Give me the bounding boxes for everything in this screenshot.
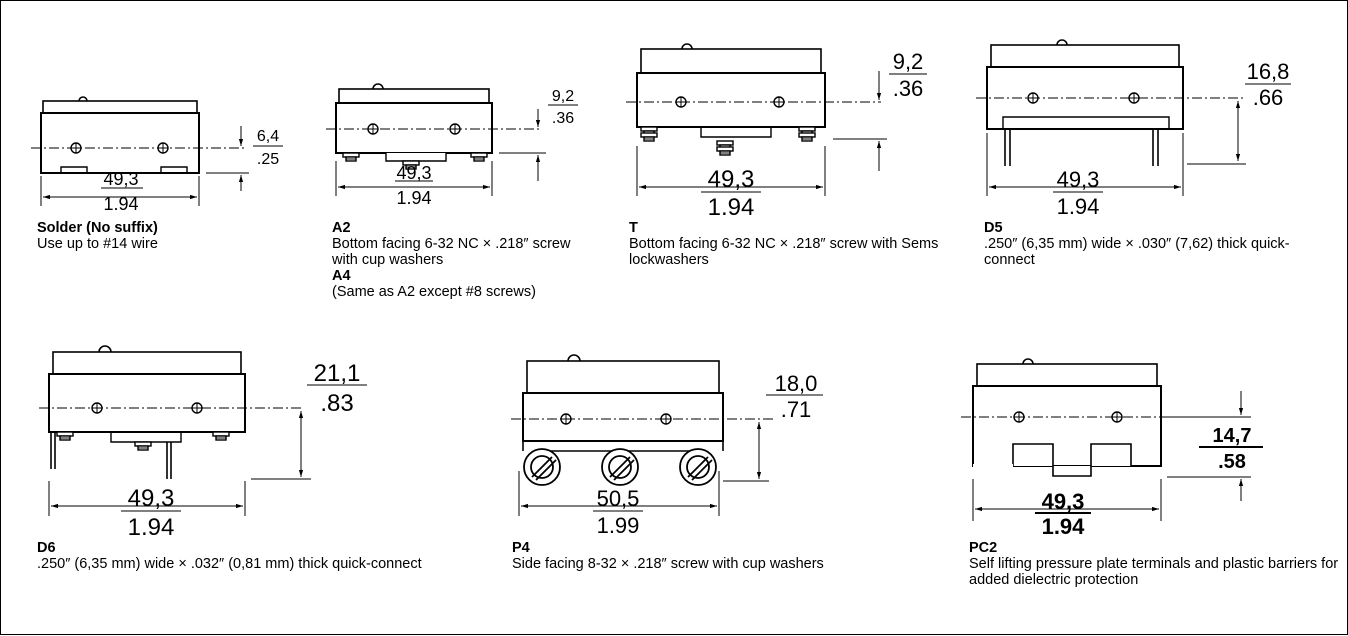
t-width-mm: 49,3 [708, 166, 755, 193]
drawing-d5 [976, 39, 1291, 196]
variant-desc: .250″ (6,35 mm) wide × .030″ (7,62) thic… [984, 236, 1290, 268]
caption-t: T Bottom facing 6-32 NC × .218″ screw wi… [629, 220, 949, 268]
variant-desc: Bottom facing 6-32 NC × .218″ screw with… [629, 236, 939, 268]
variant-code: D6 [37, 540, 56, 556]
caption-p4: P4 Side facing 8-32 × .218″ screw with c… [512, 540, 932, 572]
p4-width-in: 1.99 [597, 513, 640, 538]
d5-width-mm: 49,3 [1057, 167, 1100, 192]
variant-desc: Bottom facing 6-32 NC × .218″ screw with… [332, 236, 571, 268]
drawing-p4 [511, 354, 823, 516]
a2-height-mm: 9,2 [552, 88, 574, 105]
caption-solder: Solder (No suffix) Use up to #14 wire [37, 220, 297, 252]
p4-width-mm: 50,5 [597, 486, 640, 511]
variant-code: A2 [332, 220, 351, 236]
variant-extra-code: A4 [332, 268, 351, 284]
variant-extra-desc: (Same as A2 except #8 screws) [332, 284, 536, 300]
variant-code: D5 [984, 220, 1003, 236]
variant-code: Solder (No suffix) [37, 220, 158, 236]
a2-width-mm: 49,3 [396, 163, 431, 183]
d6-width-in: 1.94 [128, 514, 175, 541]
solder-height-mm: 6,4 [257, 128, 279, 145]
pc2-width-in: 1.94 [1042, 514, 1086, 539]
caption-pc2: PC2 Self lifting pressure plate terminal… [969, 540, 1339, 588]
caption-d5: D5 .250″ (6,35 mm) wide × .030″ (7,62) t… [984, 220, 1334, 268]
p4-height-in: .71 [781, 397, 812, 422]
variant-desc: Use up to #14 wire [37, 236, 158, 252]
t-height-mm: 9,2 [893, 49, 924, 74]
a2-width-in: 1.94 [396, 188, 431, 208]
pc2-height-mm: 14,7 [1213, 425, 1252, 447]
variant-code: T [629, 220, 638, 236]
drawing-solder [31, 96, 283, 206]
d5-height-in: .66 [1253, 85, 1284, 110]
d5-height-mm: 16,8 [1247, 59, 1290, 84]
d6-height-in: .83 [320, 390, 353, 417]
variant-code: PC2 [969, 540, 998, 556]
caption-a2: A2 Bottom facing 6-32 NC × .218″ screw w… [332, 220, 594, 300]
drawing-a2 [326, 83, 578, 196]
solder-height-in: .25 [257, 151, 279, 168]
caption-d6: D6 .250″ (6,35 mm) wide × .032″ (0,81 mm… [37, 540, 457, 572]
drawing-t [626, 43, 927, 196]
d5-width-in: 1.94 [1057, 194, 1100, 219]
drawing-pc2 [961, 358, 1263, 521]
variant-desc: Side facing 8-32 × .218″ screw with cup … [512, 556, 824, 572]
t-width-in: 1.94 [708, 194, 755, 221]
variant-desc: Self lifting pressure plate terminals an… [969, 556, 1339, 588]
variant-code: P4 [512, 540, 530, 556]
d6-height-mm: 21,1 [314, 360, 361, 387]
dimension-labels: 49,3 1.94 6,4 .25 49,3 1.94 9,2 .36 49,3… [103, 49, 1289, 541]
drawing-d6 [39, 345, 367, 516]
solder-width-mm: 49,3 [103, 169, 138, 189]
d6-width-mm: 49,3 [128, 485, 175, 512]
pc2-height-in: .58 [1218, 451, 1246, 473]
variant-desc: .250″ (6,35 mm) wide × .032″ (0,81 mm) t… [37, 556, 422, 572]
t-height-in: .36 [893, 76, 924, 101]
a2-height-in: .36 [552, 110, 574, 127]
p4-height-mm: 18,0 [775, 371, 818, 396]
solder-width-in: 1.94 [103, 194, 138, 214]
pc2-width-mm: 49,3 [1042, 489, 1085, 514]
